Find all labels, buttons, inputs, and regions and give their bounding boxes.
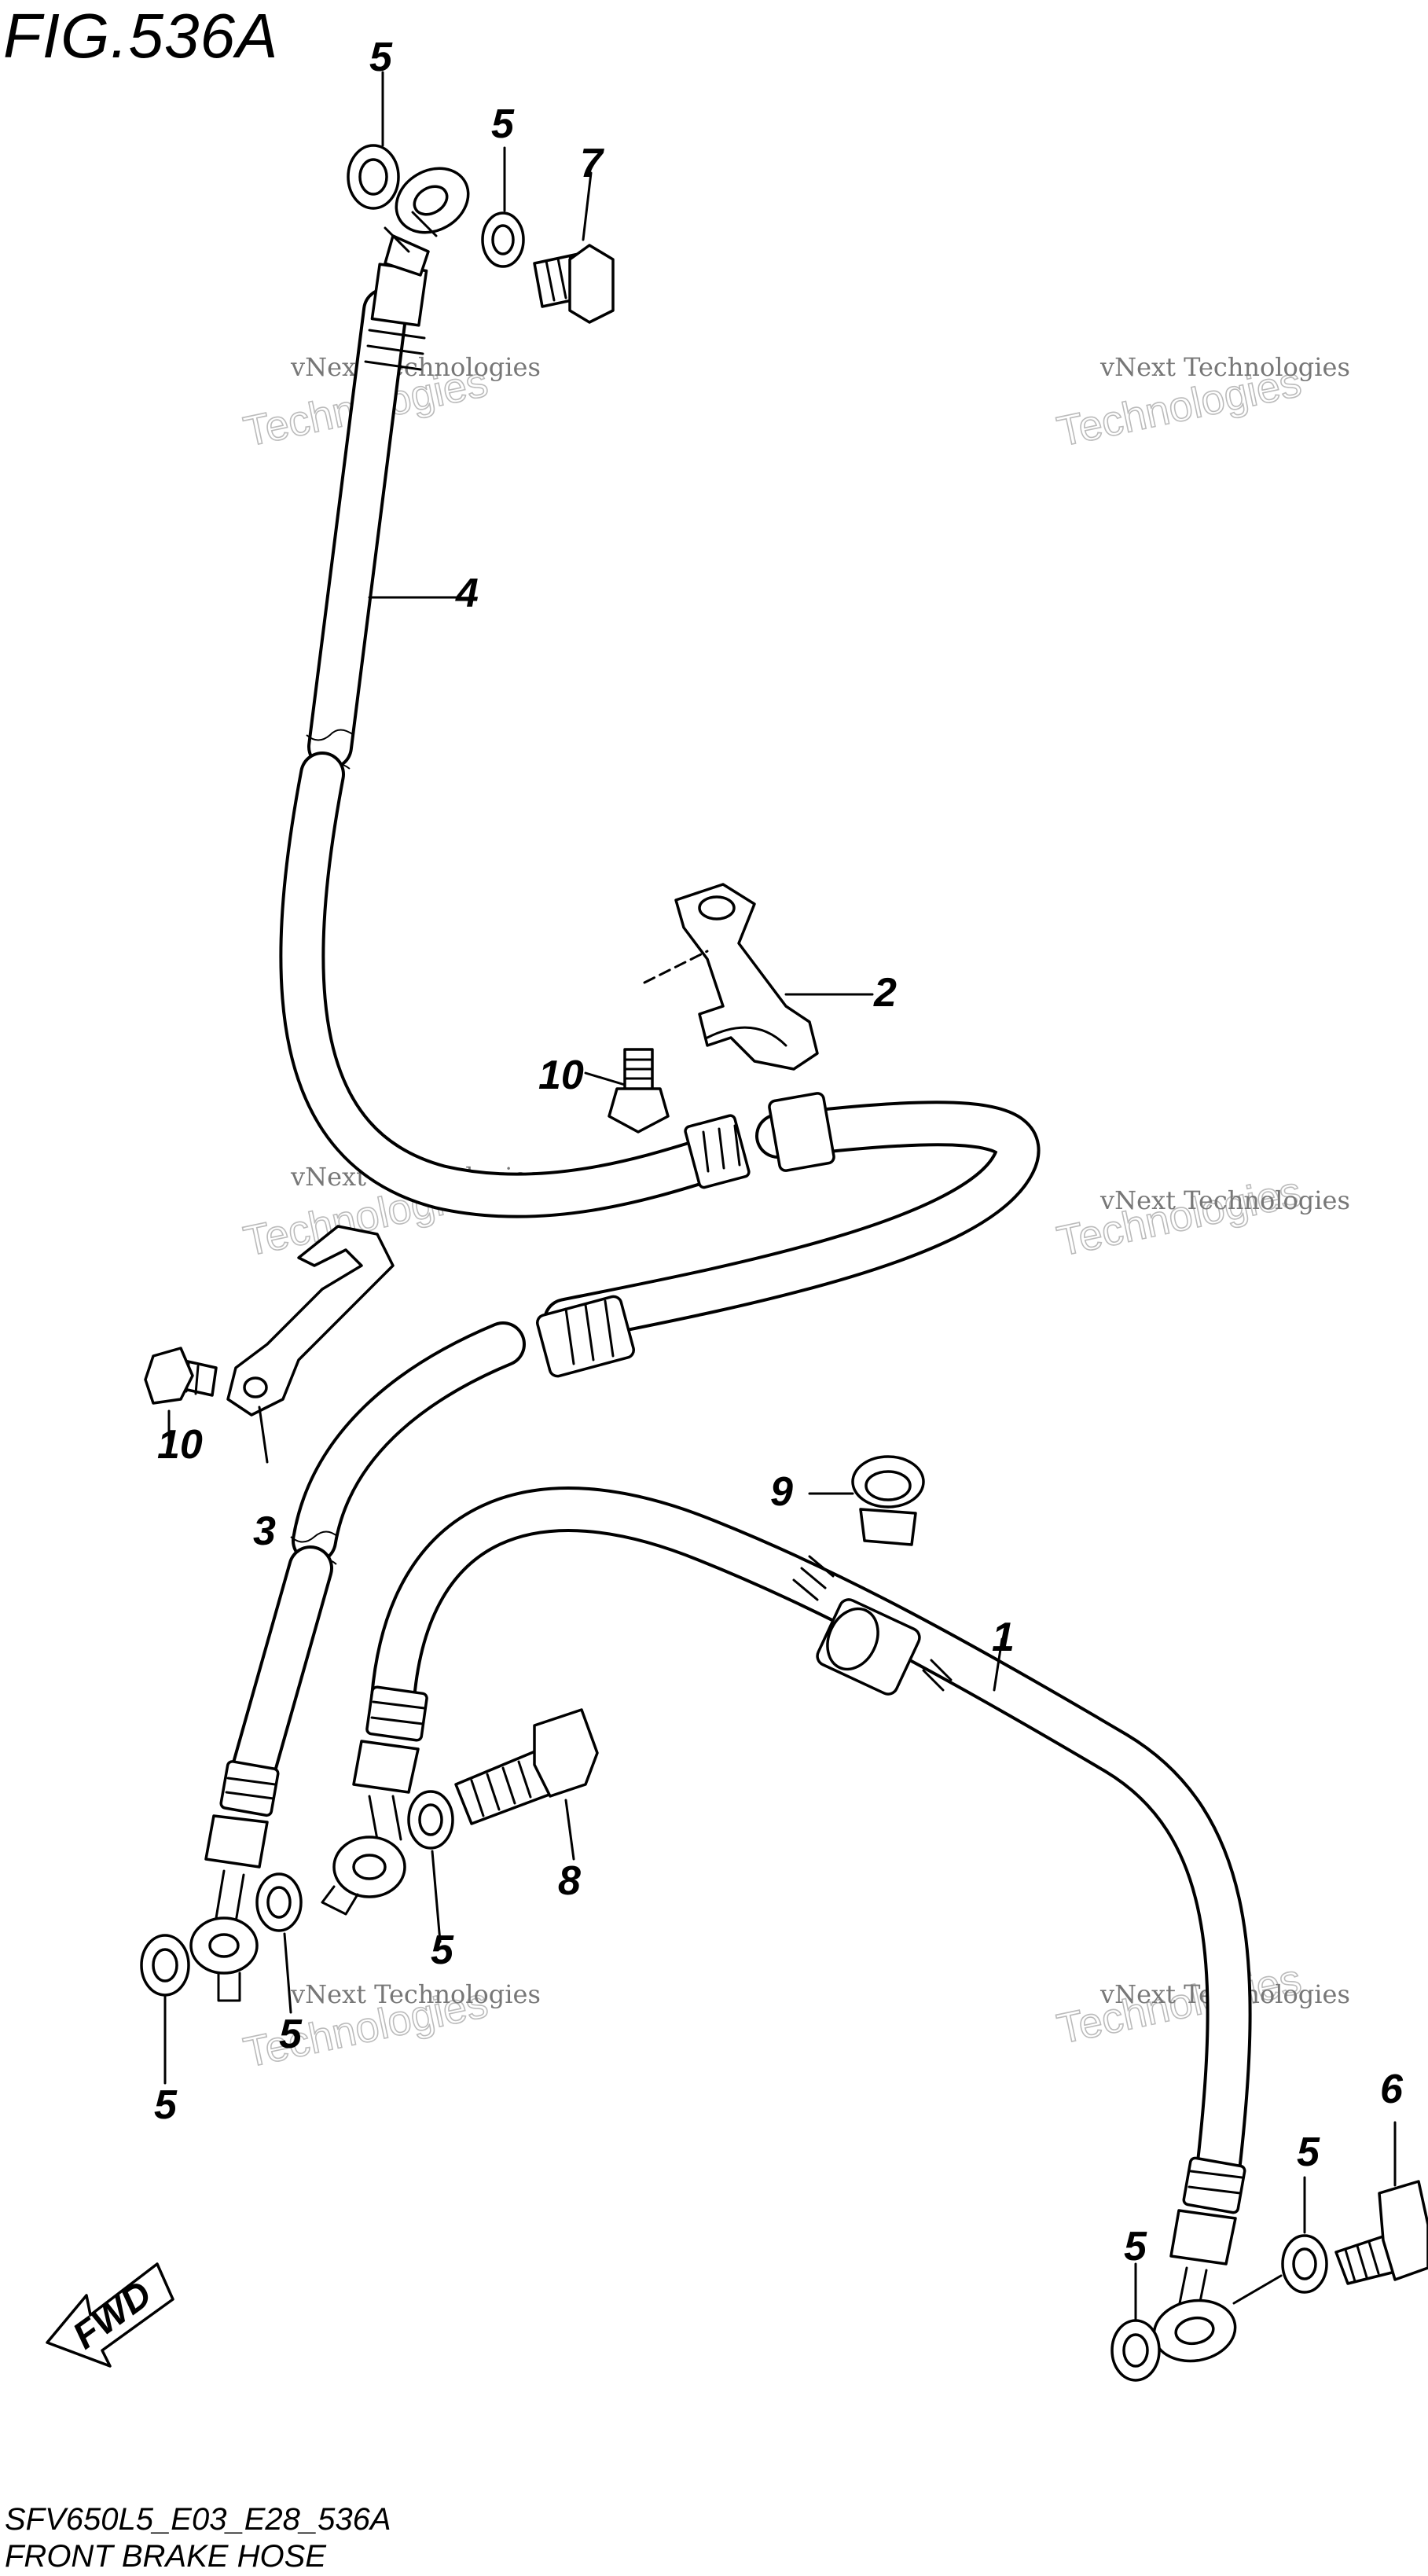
callout-label: 5: [369, 35, 393, 80]
forward-direction-arrow: FWD: [46, 2262, 174, 2368]
watermark-text: vNext Technologies: [290, 1979, 541, 2009]
clamp-9: [851, 1455, 925, 1546]
callout-label: 2: [873, 970, 897, 1016]
callout-label: 10: [157, 1422, 203, 1468]
callout-label: 5: [279, 2012, 303, 2057]
washer-5: [140, 1934, 190, 1997]
callout-label: 1: [992, 1615, 1015, 1660]
callout-label: 8: [558, 1858, 581, 1904]
drawing-code: SFV650L5_E03_E28_536A: [5, 2502, 391, 2537]
callout-label: 5: [154, 2082, 178, 2128]
bolt-10: [608, 1048, 670, 1134]
callout-label: 4: [455, 571, 479, 616]
watermark-text: vNext Technologies: [290, 352, 541, 382]
callout-label: 5: [1297, 2130, 1320, 2175]
washer-5: [1281, 2234, 1328, 2294]
callout-label: 5: [491, 101, 515, 147]
brake-hose-4: [279, 167, 751, 1218]
washer-5: [1110, 2319, 1161, 2382]
callout-label: 3: [253, 1508, 276, 1554]
watermark-text: vNext Technologies: [1099, 352, 1350, 382]
watermark-text: Technologies: [1053, 1168, 1305, 1266]
watermark-text: vNext Technologies: [1099, 1185, 1350, 1215]
washer-5: [407, 1790, 454, 1850]
bolt-6: [1334, 2180, 1428, 2285]
washers: [140, 144, 1328, 2382]
washer-5: [255, 1872, 303, 1932]
callout-label: 5: [431, 1927, 454, 1973]
bracket-2: [643, 883, 819, 1071]
callouts: 5 5 7 4 2 10 10 3 9 1 8 5 5 5 6 5 5: [154, 35, 1404, 2269]
brake-hose-middle: [189, 1092, 1041, 2002]
bolt-7: [533, 244, 615, 324]
callout-label: 9: [770, 1469, 793, 1515]
leader-lines: [163, 71, 1397, 2321]
brake-hose-1: [321, 1486, 1252, 2363]
callout-label: 10: [538, 1053, 584, 1098]
bolt-10: [144, 1347, 218, 1405]
bolt-8: [454, 1708, 599, 1825]
callout-label: 6: [1380, 2067, 1404, 2112]
bracket-3: [226, 1225, 395, 1417]
washer-5: [347, 144, 400, 210]
callout-label: 7: [580, 141, 604, 186]
figure-name: FRONT BRAKE HOSE: [5, 2539, 326, 2574]
callout-label: 5: [1124, 2224, 1147, 2269]
figure-title: FIG.536A: [3, 1, 279, 71]
washer-5: [481, 211, 525, 268]
